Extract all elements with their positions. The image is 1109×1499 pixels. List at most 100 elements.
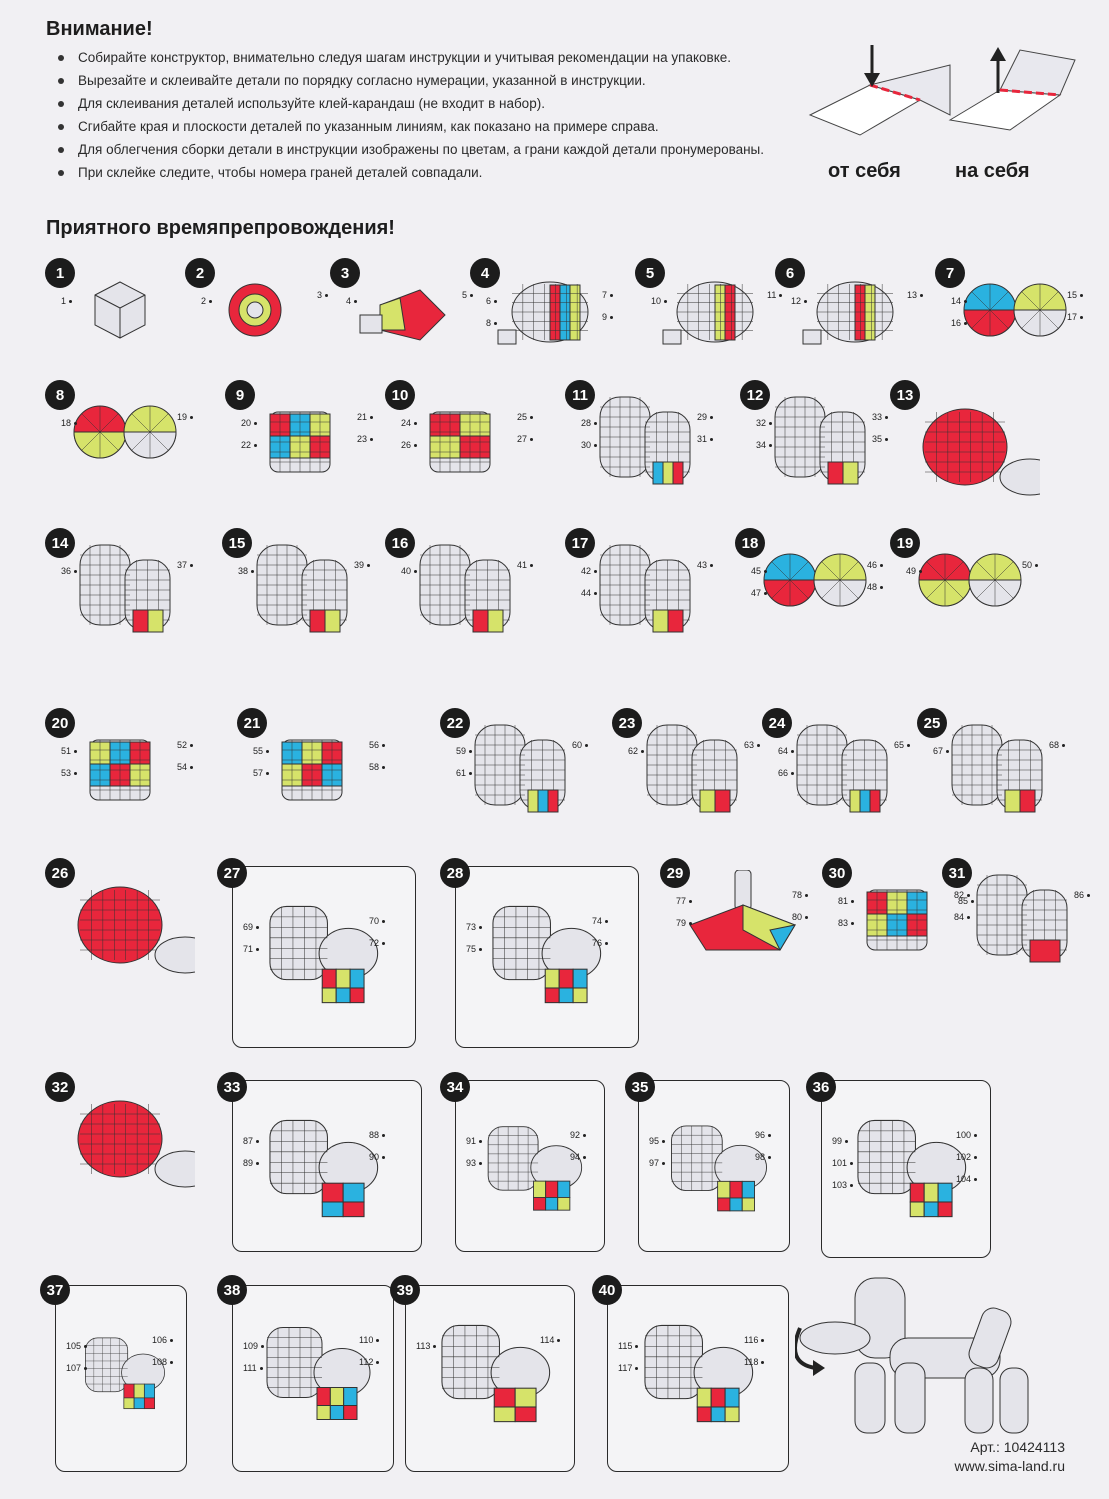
part-number: 55 [253,746,269,756]
step-15-illustration [256,544,348,633]
part-number: 17 [1067,312,1083,322]
fold-toward-label: на себя [955,160,1030,182]
step-number-badge: 25 [917,708,947,738]
step-22-illustration [474,724,566,813]
part-number: 105 [66,1341,87,1351]
step-number-badge: 5 [635,258,665,288]
step-12-illustration [774,396,866,485]
step-number-badge: 7 [935,258,965,288]
part-number: 16 [951,318,967,328]
fold-diagram [808,45,1076,136]
part-number: 99 [832,1136,848,1146]
part-number: 49 [906,566,922,576]
part-number: 11 [767,290,782,300]
step-14-illustration [79,544,171,633]
part-number: 5 [462,290,473,300]
website: www.sima-land.ru [954,1458,1065,1474]
part-number: 21 [357,412,373,422]
instruction-bullets: Собирайте конструктор, внимательно следу… [56,50,776,188]
step-number-badge: 12 [740,380,770,410]
part-number: 73 [466,922,482,932]
part-number: 84 [954,912,970,922]
footer-info: Арт.: 10424113 www.sima-land.ru [955,1438,1065,1476]
step-10-illustration [429,411,491,473]
step-number-badge: 10 [385,380,415,410]
step-31-illustration [976,874,1068,963]
subtitle: Приятного времяпрепровождения! [46,217,395,239]
step-number-badge: 19 [890,528,920,558]
part-number: 114 [540,1335,560,1345]
part-number: 9 [602,312,613,322]
step-number-badge: 2 [185,258,215,288]
step-number-badge: 28 [440,858,470,888]
step-28-illustration [492,905,602,1004]
part-number: 30 [581,440,597,450]
step-20-illustration [89,739,151,801]
part-number: 102 [956,1152,977,1162]
part-number: 54 [177,762,193,772]
part-number: 85 [958,896,974,906]
step-number-badge: 24 [762,708,792,738]
part-number: 82 [954,890,970,900]
part-number: 58 [369,762,385,772]
part-number: 35 [872,434,888,444]
step-number-badge: 23 [612,708,642,738]
step-17-illustration [599,544,691,633]
bullet-item: Вырезайте и склеивайте детали по порядку… [56,73,776,89]
step-number-badge: 31 [942,858,972,888]
part-number: 80 [792,912,808,922]
part-number: 52 [177,740,193,750]
step-number-badge: 11 [565,380,595,410]
part-number: 18 [61,418,77,428]
part-number: 86 [1074,890,1090,900]
step-number-badge: 20 [45,708,75,738]
part-number: 103 [832,1180,853,1190]
part-number: 34 [756,440,772,450]
step-7-illustration [963,283,1067,337]
step-number-badge: 27 [217,858,247,888]
step-16-illustration [419,544,511,633]
step-19-illustration [918,553,1022,607]
part-number: 40 [401,566,417,576]
step-13-illustration [922,408,1040,496]
part-number: 43 [697,560,713,570]
part-number: 74 [592,916,608,926]
step-number-badge: 29 [660,858,690,888]
article-number: Арт.: 10424113 [970,1439,1065,1455]
part-number: 64 [778,746,794,756]
step-11-illustration [599,396,691,485]
part-number: 14 [951,296,967,306]
step-number-badge: 18 [735,528,765,558]
step-number-badge: 13 [890,380,920,410]
part-number: 37 [177,560,193,570]
warning-title: Внимание! [46,18,153,40]
part-number: 83 [838,918,854,928]
step-2-illustration [228,283,282,337]
fold-away-label: от себя [828,160,901,182]
step-40-illustration [644,1324,754,1423]
part-number: 95 [649,1136,665,1146]
step-number-badge: 9 [225,380,255,410]
step-37-illustration [85,1337,166,1410]
part-number: 77 [676,896,692,906]
part-number: 33 [872,412,888,422]
part-number: 53 [61,768,77,778]
part-number: 66 [778,768,794,778]
part-number: 38 [238,566,254,576]
part-number: 98 [755,1152,771,1162]
step-number-badge: 16 [385,528,415,558]
step-number-badge: 17 [565,528,595,558]
bullet-item: Для облегчения сборки детали в инструкци… [56,142,776,158]
part-number: 29 [697,412,713,422]
part-number: 68 [1049,740,1065,750]
part-number: 109 [243,1341,264,1351]
part-number: 94 [570,1152,586,1162]
part-number: 72 [369,938,385,948]
final-balloon-dog-illustration [795,1277,1029,1434]
part-number: 70 [369,916,385,926]
part-number: 108 [152,1357,173,1367]
part-number: 104 [956,1174,977,1184]
part-number: 1 [61,296,72,306]
part-number: 91 [466,1136,482,1146]
step-18-illustration [763,553,867,607]
